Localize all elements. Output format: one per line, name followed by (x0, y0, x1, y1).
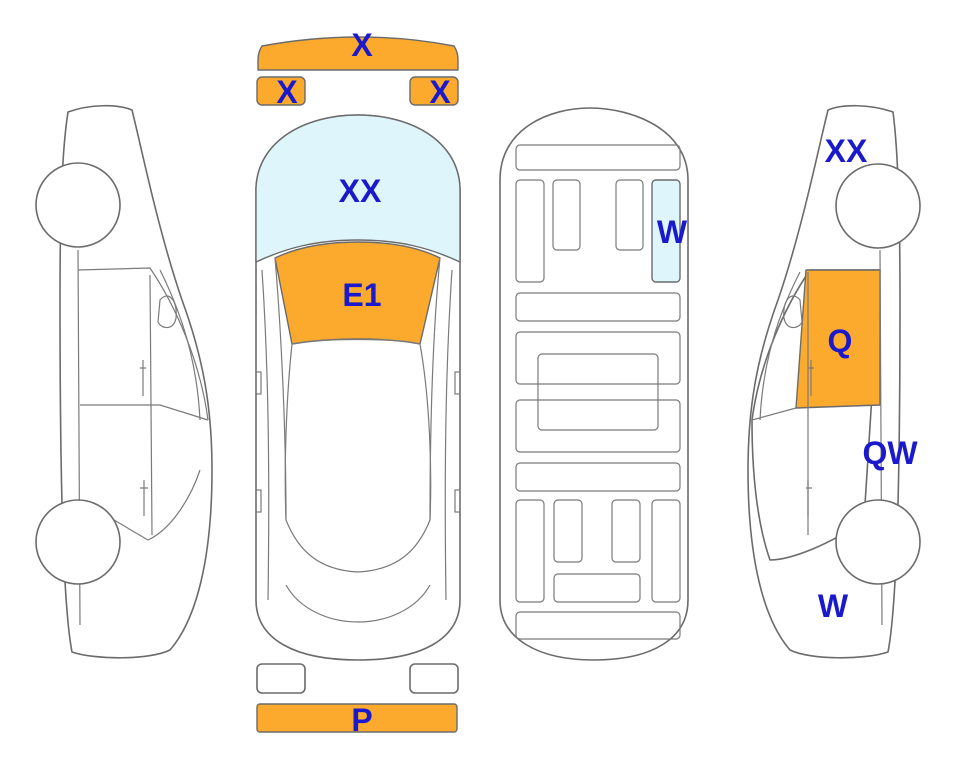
top-view (256, 37, 460, 732)
front-left-light-label: X (276, 74, 298, 110)
right-side-view (748, 106, 920, 658)
hood-label: XX (339, 173, 382, 209)
left-rear-wheel (36, 500, 120, 584)
right-front-wheel (836, 164, 920, 248)
rear-left-light (257, 664, 305, 693)
left-side-view (36, 106, 212, 658)
floor-view (500, 108, 688, 660)
right-front-door-label: Q (828, 323, 853, 359)
right-rear-wheel (836, 500, 920, 584)
rear-right-light (410, 664, 458, 693)
right-rear-door-label: QW (862, 435, 918, 471)
rear-bumper-label: P (351, 702, 372, 738)
right-rear-quarter-label: W (818, 588, 849, 624)
front-bumper-label: X (351, 27, 373, 63)
front-right-light-label: X (429, 74, 451, 110)
right-front-fender-label: XX (825, 133, 868, 169)
left-front-wheel (36, 163, 120, 247)
windshield-label: E1 (342, 277, 381, 313)
roof-panel-label: W (657, 214, 688, 250)
